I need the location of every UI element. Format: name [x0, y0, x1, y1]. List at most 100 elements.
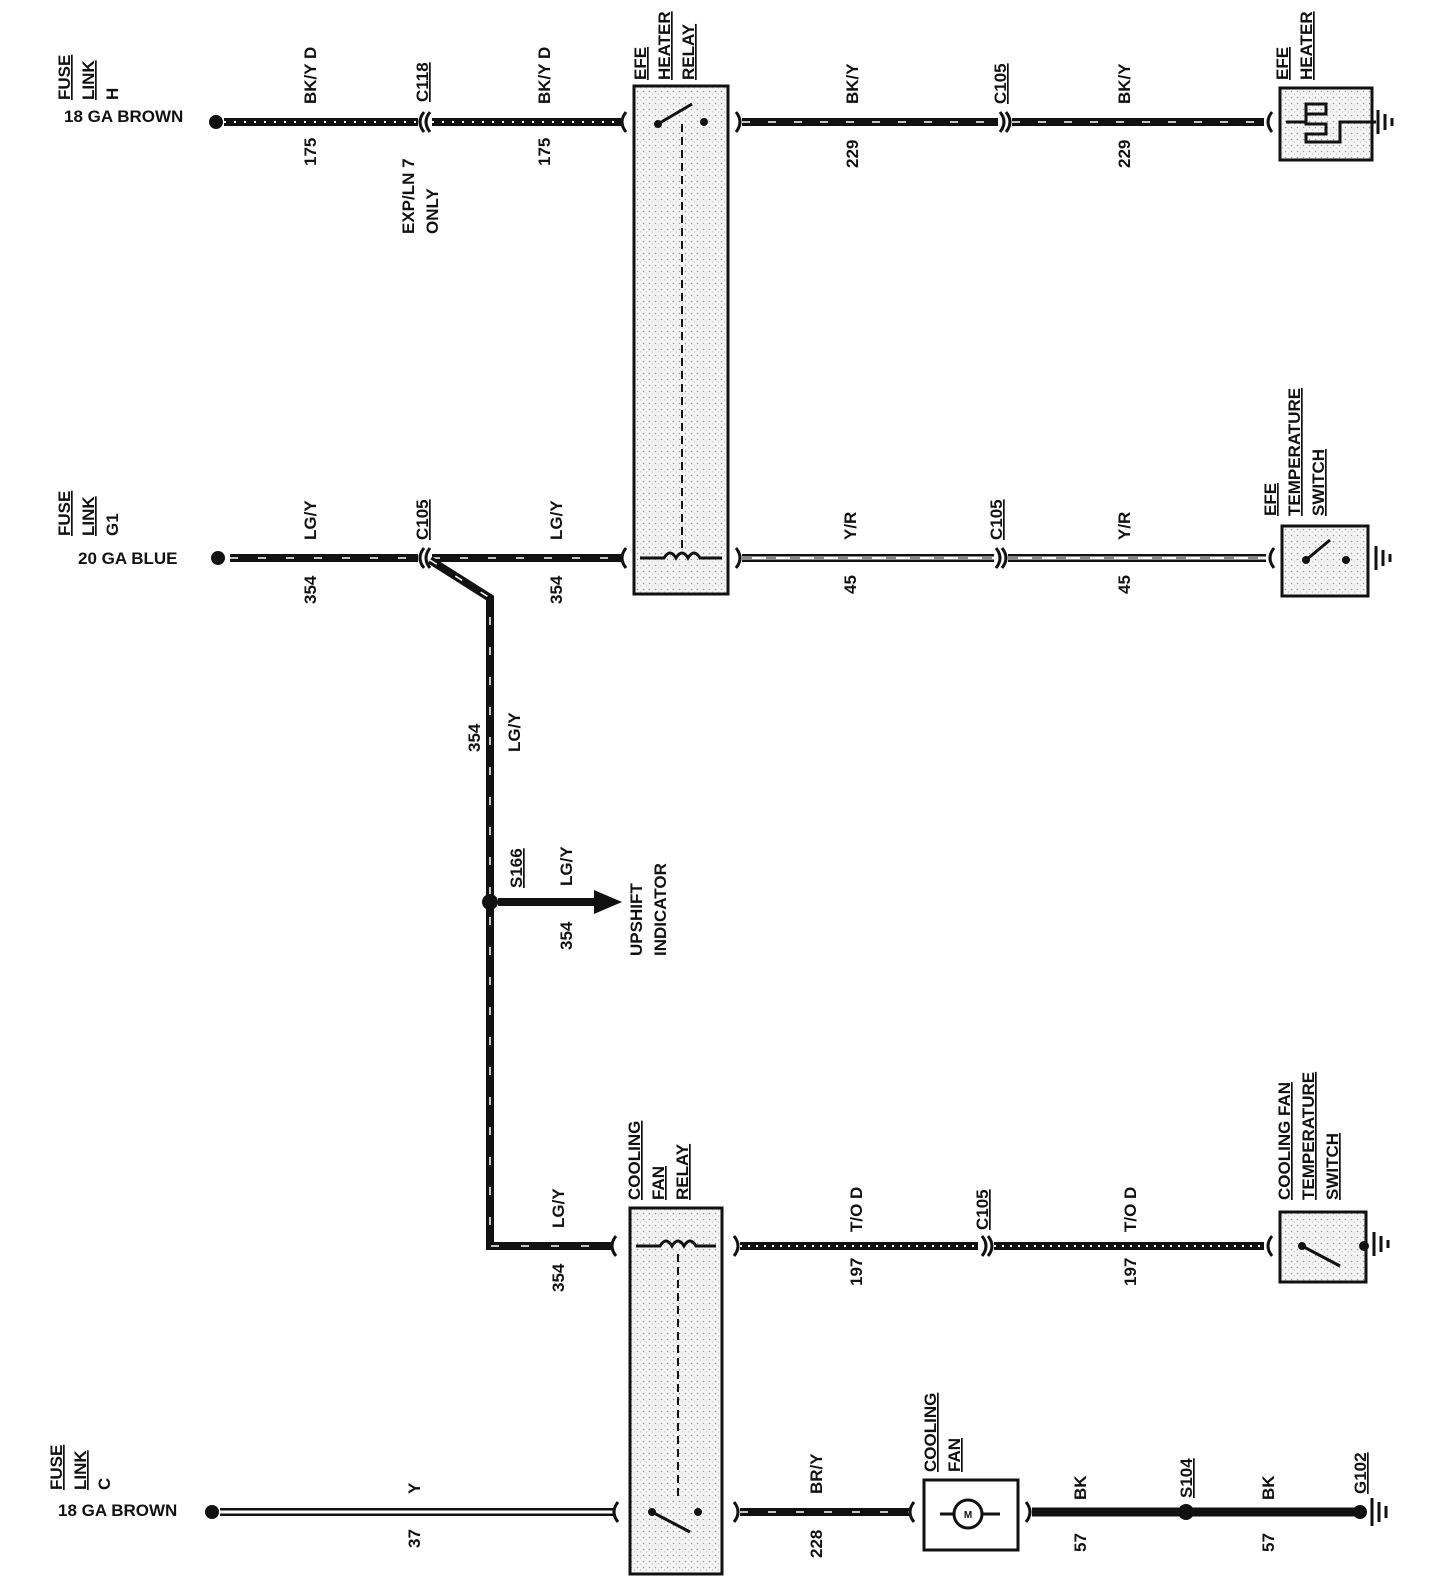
fuse-link-g1-line2: LINK	[79, 496, 98, 536]
efe-heater-relay-line3: RELAY	[679, 23, 698, 80]
splice-s166-dot	[482, 894, 498, 910]
fuse-link-h-label: FUSE LINK H 18 GA BROWN	[55, 55, 183, 126]
fuse-link-g1-line1: FUSE	[55, 491, 74, 536]
wire-label-color: T/O D	[1121, 1187, 1140, 1232]
motor-symbol: M	[964, 1510, 972, 1521]
cooling-fan-relay-line1: COOLING	[625, 1121, 644, 1200]
wire-label-circuit: 228	[807, 1530, 826, 1558]
fuse-link-h-terminal	[209, 115, 223, 129]
fuse-link-c-label: FUSE LINK C 18 GA BROWN	[47, 1445, 177, 1520]
fuse-link-g1-gauge: 20 GA BLUE	[78, 549, 178, 568]
fuse-link-c-line3: C	[95, 1478, 114, 1490]
ground-icon	[1376, 110, 1394, 134]
cooling-fan-relay-line2: FAN	[649, 1166, 668, 1200]
branch-354	[427, 556, 622, 1257]
relay-coil-icon	[640, 551, 722, 561]
fuse-link-c-line2: LINK	[71, 1450, 90, 1490]
cooling-fan-temp-switch-line1: COOLING FAN	[1275, 1082, 1294, 1200]
wire-label-color: BR/Y	[807, 1453, 826, 1494]
efe-heater-relay-line2: HEATER	[655, 11, 674, 80]
ground-icon	[1372, 1232, 1390, 1256]
efe-temp-switch-line1: EFE	[1261, 483, 1280, 516]
wire-label-circuit: 229	[1115, 140, 1134, 168]
connector-c105-d	[980, 1235, 994, 1257]
cooling-fan-temp-switch-box	[1278, 1210, 1368, 1284]
wire-label-circuit: 197	[847, 1258, 866, 1286]
upshift-indicator-line2: INDICATOR	[651, 863, 670, 956]
upshift-indicator-line1: UPSHIFT	[627, 883, 646, 956]
cooling-fan-relay-line3: RELAY	[673, 1143, 692, 1200]
wire-label-color: BK/Y	[843, 63, 862, 104]
row-cooling-temp	[628, 1206, 1390, 1576]
efe-temp-switch-line3: SWITCH	[1309, 449, 1328, 516]
ground-g102-dot	[1353, 1505, 1367, 1519]
wire-label-color: BK	[1071, 1475, 1090, 1500]
ground-icon	[1370, 1498, 1388, 1526]
wire-label-color: LG/Y	[547, 500, 566, 540]
splice-s166-label: S166	[507, 848, 526, 888]
fuse-link-g1-label: FUSE LINK G1 20 GA BLUE	[55, 491, 178, 568]
efe-heater-relay	[632, 84, 730, 596]
connector-c105-b	[418, 547, 432, 569]
wire-label-circuit: 229	[843, 140, 862, 168]
connector-label: C105	[973, 1189, 992, 1230]
wire-label-color: LG/Y	[557, 846, 576, 886]
motor-icon	[952, 1498, 984, 1530]
row-cooling-fan: M	[205, 1478, 1388, 1552]
note-line1: EXP/LN 7	[399, 158, 418, 234]
wire-label-circuit: 175	[535, 138, 554, 166]
wire-label-circuit: 45	[841, 575, 860, 594]
wire-label-circuit: 354	[549, 1263, 568, 1292]
efe-heater-relay-line1: EFE	[631, 47, 650, 80]
connector-label: C105	[991, 63, 1010, 104]
cooling-fan-relay-box	[628, 1206, 724, 1576]
wire-label-color: LG/Y	[505, 712, 524, 752]
wire-label-color: Y/R	[841, 512, 860, 540]
connector-c118	[418, 111, 432, 133]
fuse-link-c-gauge: 18 GA BROWN	[58, 1501, 177, 1520]
fuse-link-c-line1: FUSE	[47, 1445, 66, 1490]
connector-c105-a	[998, 111, 1012, 133]
fuse-link-h-line3: H	[103, 88, 122, 100]
wire-label-circuit: 45	[1115, 575, 1134, 594]
wire-label-circuit: 354	[557, 921, 576, 950]
note-line2: ONLY	[423, 188, 442, 234]
wire-label-circuit: 37	[405, 1529, 424, 1548]
fuse-link-h-line1: FUSE	[55, 55, 74, 100]
wire-label-color: BK/Y	[1115, 63, 1134, 104]
wire-label-color: Y	[405, 1482, 424, 1494]
wire-label-color: Y/R	[1115, 512, 1134, 540]
ground-icon	[1374, 546, 1392, 570]
row-efe-temp	[211, 524, 1392, 598]
fuse-link-h-line2: LINK	[79, 60, 98, 100]
wire-label-color: LG/Y	[301, 500, 320, 540]
fuse-link-c-terminal	[205, 1505, 219, 1519]
connector-label: C105	[987, 499, 1006, 540]
wire-label-circuit: 197	[1121, 1258, 1140, 1286]
row-efe-heater	[209, 86, 1394, 162]
wire-label-circuit: 57	[1071, 1533, 1090, 1552]
wire-label-circuit: 354	[301, 575, 320, 604]
fuse-link-g1-terminal	[211, 551, 225, 565]
splice-s104-label: S104	[1177, 1458, 1196, 1498]
connector-c105-c	[994, 547, 1008, 569]
wire-label-color: BK/Y D	[301, 47, 320, 104]
wire-label-circuit: 354	[547, 575, 566, 604]
temp-switch-icon	[1305, 538, 1331, 562]
cooling-fan-temp-switch-line2: TEMPERATURE	[1299, 1072, 1318, 1200]
efe-heater-line1: EFE	[1273, 47, 1292, 80]
wire-label-color: LG/Y	[549, 1188, 568, 1228]
relay-switch-icon	[651, 1510, 691, 1534]
efe-heater-line2: HEATER	[1297, 11, 1316, 80]
efe-temp-switch-box	[1280, 524, 1370, 598]
heater-element-icon	[1286, 102, 1376, 144]
wire-label-color: BK	[1259, 1475, 1278, 1500]
efe-temp-switch-line2: TEMPERATURE	[1285, 388, 1304, 516]
cooling-fan-line1: COOLING	[921, 1393, 940, 1472]
relay-coil-icon	[636, 1239, 716, 1249]
wire-label-circuit: 354	[465, 723, 484, 752]
wire-label-circuit: 57	[1259, 1533, 1278, 1552]
ground-g102-label: G102	[1351, 1452, 1370, 1494]
fuse-link-h-gauge: 18 GA BROWN	[64, 107, 183, 126]
